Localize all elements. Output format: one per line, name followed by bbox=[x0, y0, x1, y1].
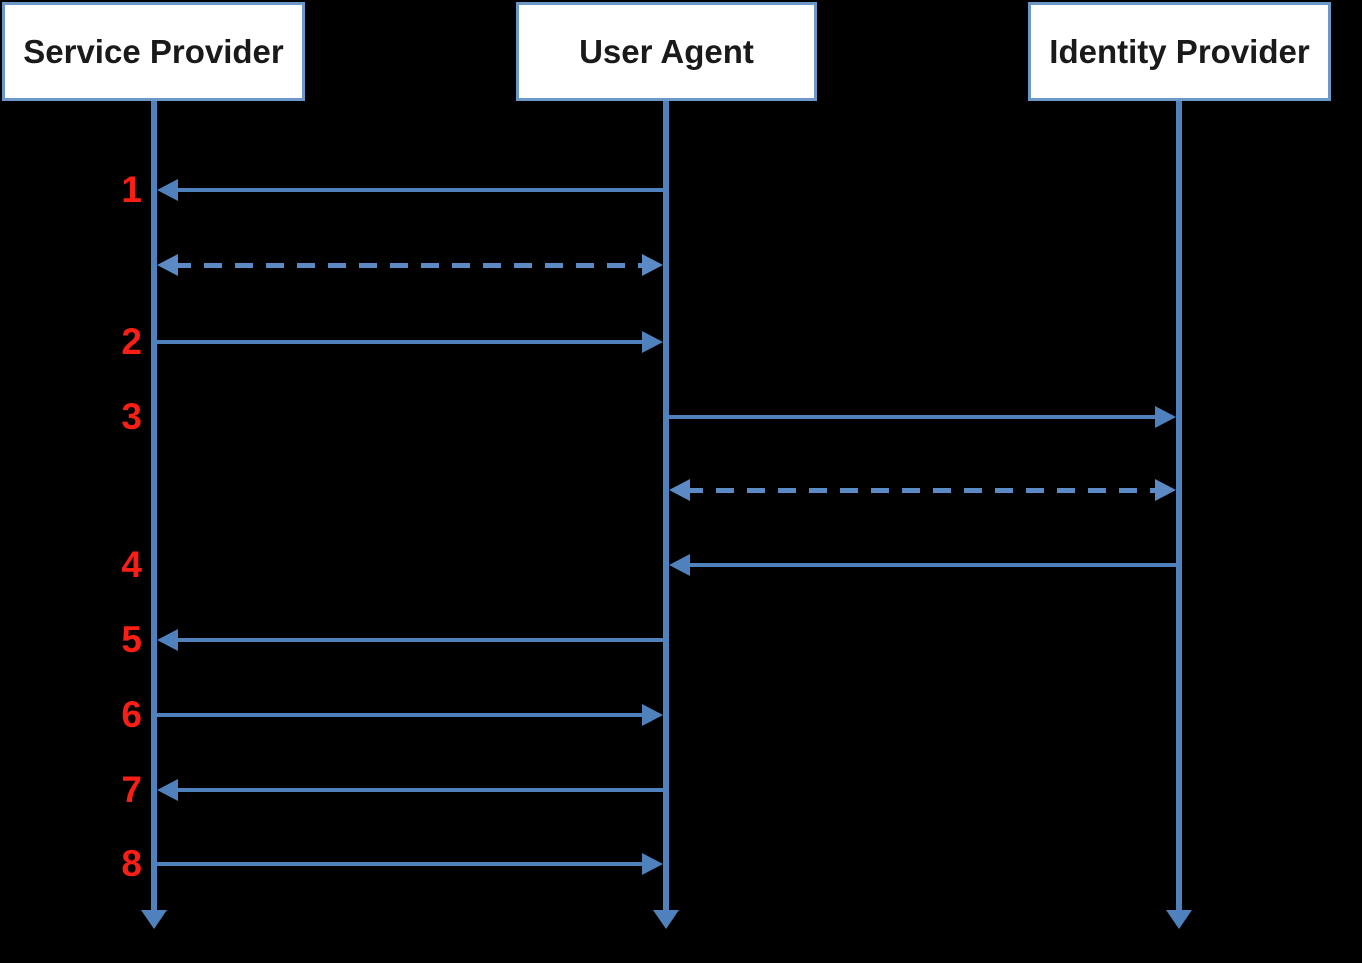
actor-label-identity-provider: Identity Provider bbox=[1049, 32, 1310, 70]
lifeline-user-agent bbox=[663, 101, 669, 911]
arrowhead-left-icon-7 bbox=[157, 779, 178, 801]
arrowhead-left-icon-1 bbox=[157, 179, 178, 201]
message-line-2 bbox=[157, 340, 647, 344]
actor-box-identity-provider: Identity Provider bbox=[1028, 2, 1331, 101]
lifeline-service-provider bbox=[151, 101, 157, 911]
message-line-5 bbox=[173, 638, 663, 642]
lifeline-arrow-icon-service-provider bbox=[141, 910, 167, 929]
step-number-1: 1 bbox=[121, 169, 142, 210]
step-number-3: 3 bbox=[121, 396, 142, 437]
arrowhead-left-icon-4 bbox=[669, 554, 690, 576]
lifeline-identity-provider bbox=[1176, 101, 1182, 911]
arrowhead-right-icon-2 bbox=[642, 331, 663, 353]
message-line-dashed-1 bbox=[173, 263, 647, 268]
actor-box-service-provider: Service Provider bbox=[2, 2, 305, 101]
actor-box-user-agent: User Agent bbox=[516, 2, 817, 101]
step-number-6: 6 bbox=[121, 694, 142, 735]
message-line-3 bbox=[669, 415, 1160, 419]
arrowhead-right-icon-8 bbox=[642, 853, 663, 875]
step-number-7: 7 bbox=[121, 769, 142, 810]
arrowhead-left-icon-5 bbox=[157, 629, 178, 651]
message-line-dashed-4 bbox=[685, 488, 1160, 493]
message-line-8 bbox=[157, 862, 647, 866]
step-number-5: 5 bbox=[121, 619, 142, 660]
lifeline-arrow-icon-user-agent bbox=[653, 910, 679, 929]
arrowhead-right-icon-dashed-4 bbox=[1155, 479, 1176, 501]
arrowhead-right-icon-3 bbox=[1155, 406, 1176, 428]
message-line-6 bbox=[157, 713, 647, 717]
arrowhead-right-icon-dashed-1 bbox=[642, 254, 663, 276]
lifeline-arrow-icon-identity-provider bbox=[1166, 910, 1192, 929]
arrowhead-right-icon-6 bbox=[642, 704, 663, 726]
step-number-8: 8 bbox=[121, 843, 142, 884]
message-line-4 bbox=[685, 563, 1176, 567]
step-number-2: 2 bbox=[121, 321, 142, 362]
message-line-7 bbox=[173, 788, 663, 792]
step-number-4: 4 bbox=[121, 544, 142, 585]
actor-label-user-agent: User Agent bbox=[579, 32, 754, 70]
actor-label-service-provider: Service Provider bbox=[23, 32, 284, 70]
arrowhead-left-icon-dashed-4 bbox=[669, 479, 690, 501]
arrowhead-left-icon-dashed-1 bbox=[157, 254, 178, 276]
message-line-1 bbox=[173, 188, 663, 192]
